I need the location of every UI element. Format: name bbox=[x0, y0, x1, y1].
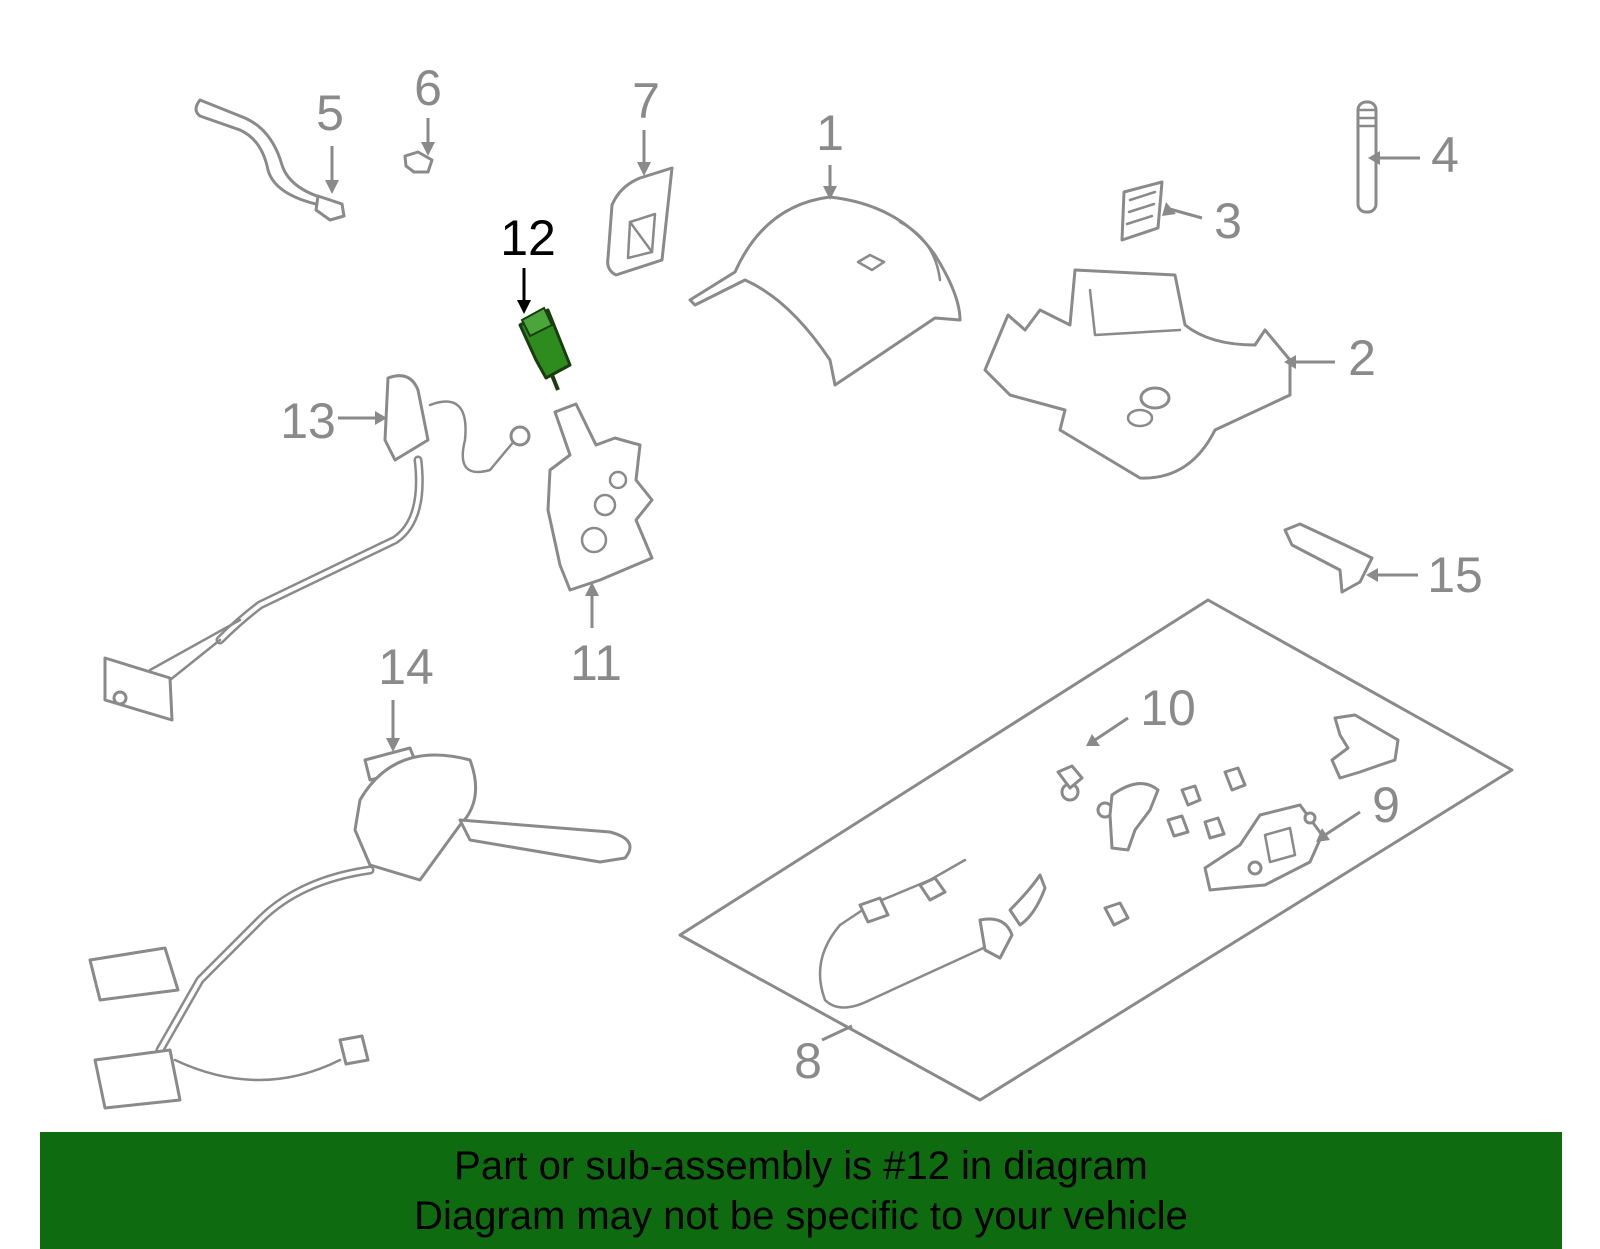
leader-8 bbox=[821, 1024, 853, 1042]
arrowhead-3 bbox=[1162, 202, 1176, 216]
banner-line-2: Diagram may not be specific to your vehi… bbox=[414, 1193, 1188, 1238]
callout-9: 9 bbox=[1372, 777, 1400, 833]
part-3-pad[interactable] bbox=[1120, 180, 1164, 242]
arrowhead-15 bbox=[1366, 568, 1378, 582]
arrowhead-13 bbox=[375, 411, 387, 425]
callout-1: 1 bbox=[816, 105, 844, 161]
callout-15: 15 bbox=[1427, 547, 1483, 603]
callout-10: 10 bbox=[1140, 680, 1196, 736]
arrowhead-12 bbox=[517, 300, 531, 314]
callout-6: 6 bbox=[414, 60, 442, 116]
callout-8: 8 bbox=[794, 1033, 822, 1089]
info-banner: Part or sub-assembly is #12 in diagram D… bbox=[40, 1132, 1562, 1249]
arrowhead-10 bbox=[1086, 734, 1100, 746]
arrowhead-6 bbox=[421, 142, 435, 156]
callout-3: 3 bbox=[1214, 193, 1242, 249]
callout-7: 7 bbox=[632, 73, 660, 129]
arrowhead-4 bbox=[1368, 151, 1380, 165]
arrowhead-14 bbox=[386, 738, 400, 752]
callout-13: 13 bbox=[280, 393, 336, 449]
callout-2: 2 bbox=[1348, 330, 1376, 386]
arrowhead-9 bbox=[1316, 828, 1330, 842]
callout-11: 11 bbox=[570, 635, 622, 691]
leader-9 bbox=[1324, 810, 1361, 837]
part-6-clip[interactable] bbox=[403, 150, 434, 174]
callout-12: 12 bbox=[500, 210, 556, 266]
arrowhead-2 bbox=[1284, 355, 1296, 369]
part-7-cover[interactable] bbox=[606, 166, 674, 277]
callout-4: 4 bbox=[1431, 127, 1459, 183]
part-12-switch[interactable] bbox=[518, 306, 572, 391]
arrowhead-7 bbox=[637, 162, 651, 176]
arrowhead-5 bbox=[325, 180, 339, 194]
callout-14: 14 bbox=[378, 639, 434, 695]
part-11-bracket[interactable] bbox=[546, 402, 654, 592]
arrowhead-1 bbox=[823, 186, 837, 200]
part-15-bracket[interactable] bbox=[1283, 522, 1374, 594]
part-5-lever[interactable] bbox=[194, 98, 346, 222]
arrowhead-11 bbox=[585, 582, 599, 596]
part-8-kit-panel[interactable] bbox=[678, 598, 1514, 1102]
banner-line-1: Part or sub-assembly is #12 in diagram bbox=[454, 1143, 1148, 1188]
part-14-multifunction[interactable] bbox=[88, 746, 632, 1110]
leader-10 bbox=[1094, 716, 1129, 742]
part-13-switch-harness[interactable] bbox=[103, 374, 531, 722]
part-1-upper-shroud[interactable] bbox=[688, 195, 962, 387]
part-2-lower-shroud[interactable] bbox=[983, 268, 1292, 480]
callout-5: 5 bbox=[316, 85, 344, 141]
